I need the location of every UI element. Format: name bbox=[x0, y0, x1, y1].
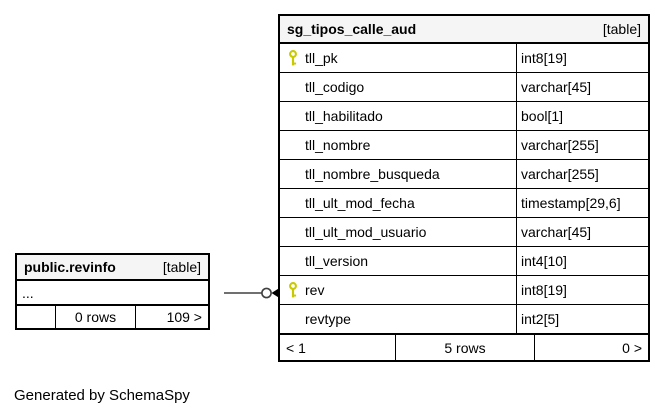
column-name: revtype bbox=[305, 311, 351, 327]
column-type: varchar[255] bbox=[521, 137, 599, 153]
column-name: tll_ult_mod_fecha bbox=[305, 195, 415, 211]
column-row-tll-habilitado: tll_habilitado bool[1] bbox=[280, 102, 648, 131]
fk-relationship-edge bbox=[224, 287, 280, 299]
column-name: tll_version bbox=[305, 253, 369, 269]
column-name: tll_codigo bbox=[305, 79, 365, 95]
column-type: varchar[45] bbox=[521, 79, 592, 95]
related-left-count bbox=[17, 306, 56, 328]
column-type: timestamp[29,6] bbox=[521, 195, 621, 211]
column-type: int4[10] bbox=[521, 253, 567, 269]
zero-circle-icon bbox=[261, 287, 272, 299]
table-name[interactable]: public.revinfo bbox=[24, 259, 116, 275]
primary-key-icon bbox=[289, 282, 297, 298]
related-right-count: 0 > bbox=[622, 339, 642, 356]
table-name[interactable]: sg_tipos_calle_aud bbox=[287, 21, 417, 37]
column-type: int2[5] bbox=[521, 311, 560, 327]
column-row-tll-nombre-busqueda: tll_nombre_busqueda varchar[255] bbox=[280, 160, 648, 189]
column-row-tll-ult-mod-fecha: tll_ult_mod_fecha timestamp[29,6] bbox=[280, 189, 648, 218]
column-row-tll-nombre: tll_nombre varchar[255] bbox=[280, 131, 648, 160]
column-type: int8[19] bbox=[521, 50, 567, 66]
related-left-count: < 1 bbox=[280, 335, 396, 360]
column-name: rev bbox=[305, 282, 325, 298]
column-type: bool[1] bbox=[521, 108, 564, 124]
table-type-badge: [table] bbox=[602, 21, 641, 37]
column-row-rev: rev int8[19] bbox=[280, 276, 648, 305]
row-count: 0 rows bbox=[56, 306, 136, 328]
arrowhead-icon bbox=[271, 287, 280, 299]
table-footer: 0 rows 109 > bbox=[17, 306, 208, 328]
table-type-badge: [table] bbox=[162, 259, 201, 275]
column-type: varchar[255] bbox=[521, 166, 599, 182]
column-row-revtype: revtype int2[5] bbox=[280, 305, 648, 335]
column-name: tll_pk bbox=[305, 50, 338, 66]
table-box-public-revinfo: public.revinfo [table] ... 0 rows 109 > bbox=[15, 253, 210, 330]
table-box-sg-tipos-calle-aud: sg_tipos_calle_aud [table] tll_pk int8[1… bbox=[278, 14, 650, 362]
column-name: tll_ult_mod_usuario bbox=[305, 224, 427, 240]
column-row-tll-version: tll_version int4[10] bbox=[280, 247, 648, 276]
table-header-sg-tipos-calle-aud[interactable]: sg_tipos_calle_aud [table] bbox=[280, 16, 648, 44]
column-type: int8[19] bbox=[521, 282, 567, 298]
column-name: tll_nombre_busqueda bbox=[305, 166, 440, 182]
column-row-tll-ult-mod-usuario: tll_ult_mod_usuario varchar[45] bbox=[280, 218, 648, 247]
row-count: 5 rows bbox=[396, 335, 535, 360]
generator-credit: Generated by SchemaSpy bbox=[14, 387, 190, 404]
table-header-public-revinfo[interactable]: public.revinfo [table] bbox=[17, 255, 208, 281]
column-type: varchar[45] bbox=[521, 224, 592, 240]
column-name: tll_habilitado bbox=[305, 108, 383, 124]
related-right-count: 109 > bbox=[166, 309, 202, 325]
column-row-tll-codigo: tll_codigo varchar[45] bbox=[280, 73, 648, 102]
table-footer: < 1 5 rows 0 > bbox=[280, 335, 648, 360]
column-row-tll-pk: tll_pk int8[19] bbox=[280, 44, 648, 73]
column-name: tll_nombre bbox=[305, 137, 371, 153]
collapsed-columns-row: ... bbox=[17, 281, 208, 306]
primary-key-icon bbox=[289, 50, 297, 66]
